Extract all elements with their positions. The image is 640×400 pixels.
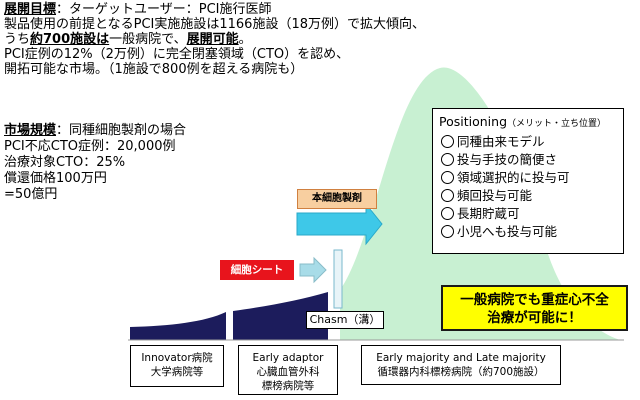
- positioning-item-text: 同種由来モデル: [457, 134, 545, 149]
- segment-early-line3: 標榜病院等: [261, 380, 315, 392]
- innovator-base: [130, 312, 226, 340]
- positioning-item: 小児へも投与可能: [439, 223, 617, 241]
- chasm-label: Chasm（溝）: [306, 311, 384, 329]
- goal-line3: PCI症例の12%（2万例）に完全閉塞領域（CTO）を認め、: [4, 47, 350, 62]
- segment-early-line1: Early adaptor: [252, 352, 324, 364]
- segment-innovator: Innovator病院 大学病院等: [130, 345, 224, 387]
- market-line4: =50億円: [4, 187, 58, 202]
- goal-line2-emph2: 展開可能: [186, 32, 239, 47]
- circle-bullet-icon: [441, 207, 454, 220]
- market-heading: 市場規模: [4, 123, 57, 138]
- segment-majority-line2: 循環器内科標榜病院（約700施設）: [377, 366, 545, 378]
- positioning-item-text: 長期貯蔵可: [457, 206, 520, 221]
- positioning-item: 同種由来モデル: [439, 133, 617, 151]
- segment-majority: Early majority and Late majority 循環器内科標榜…: [361, 345, 561, 385]
- positioning-item-text: 領域選択的に投与可: [457, 170, 570, 185]
- goal-line2-mid: 一般病院で、: [109, 32, 187, 47]
- circle-bullet-icon: [441, 135, 454, 148]
- goal-line2-pre: うち: [4, 32, 31, 47]
- callout-line2: 治療が可能に！: [487, 310, 582, 326]
- market-line1: PCI不応CTO症例：20,000例: [4, 139, 176, 154]
- market-line2: 治療対象CTO：25%: [4, 155, 126, 170]
- positioning-title-text: Positioning: [439, 114, 507, 129]
- positioning-title: Positioning（メリット・立ち位置）: [439, 113, 617, 133]
- goal-line2-emph1: 約700施設は: [30, 32, 110, 47]
- market-block: 市場規模：同種細胞製剤の場合 PCI不応CTO症例：20,000例 治療対象CT…: [4, 123, 186, 203]
- goal-line4: 開拓可能な市場。（1施設で800例を超える病院も）: [4, 62, 304, 77]
- callout-line1: 一般病院でも重症心不全: [460, 292, 609, 308]
- segment-early-adaptor: Early adaptor 心臓血管外科 標榜病院等: [238, 345, 338, 395]
- circle-bullet-icon: [441, 225, 454, 238]
- positioning-item-text: 投与手技の簡便さ: [457, 152, 558, 167]
- main-product-label: 本細胞製剤: [297, 189, 377, 209]
- market-line3: 償還価格100万円: [4, 171, 107, 186]
- positioning-item: 頻回投与可能: [439, 187, 617, 205]
- positioning-item-text: 小児へも投与可能: [457, 224, 558, 239]
- goal-line2-post: 。: [238, 32, 252, 47]
- segment-innovator-line1: Innovator病院: [141, 352, 213, 364]
- goal-line1: 製品使用の前提となるPCI実施施設は1166施設（18万例）で拡大傾向、: [4, 17, 425, 32]
- goal-block: 展開目標：ターゲットユーザー：PCI施行医師 製品使用の前提となるPCI実施施設…: [4, 2, 425, 77]
- segment-innovator-line2: 大学病院等: [150, 366, 204, 378]
- cell-sheet-label: 細胞シート: [220, 260, 294, 280]
- positioning-item: 領域選択的に投与可: [439, 169, 617, 187]
- callout-box: 一般病院でも重症心不全 治療が可能に！: [441, 285, 628, 331]
- chasm-bar: [333, 249, 343, 309]
- segment-majority-line1: Early majority and Late majority: [376, 352, 546, 364]
- positioning-item-text: 頻回投与可能: [457, 188, 533, 203]
- main-product-arrow: [296, 202, 383, 246]
- positioning-subtitle: （メリット・立ち位置）: [507, 119, 607, 129]
- circle-bullet-icon: [441, 171, 454, 184]
- goal-target: ：ターゲットユーザー：PCI施行医師: [56, 2, 272, 17]
- positioning-box: Positioning（メリット・立ち位置） 同種由来モデル 投与手技の簡便さ …: [432, 108, 624, 254]
- positioning-item: 投与手技の簡便さ: [439, 151, 617, 169]
- market-subtitle: ：同種細胞製剤の場合: [56, 123, 187, 138]
- segment-early-line2: 心臓血管外科: [256, 366, 320, 378]
- goal-heading: 展開目標: [4, 2, 57, 17]
- positioning-item: 長期貯蔵可: [439, 205, 617, 223]
- circle-bullet-icon: [441, 153, 454, 166]
- circle-bullet-icon: [441, 189, 454, 202]
- early-adaptor-base: [233, 292, 328, 340]
- cell-sheet-arrow: [299, 256, 327, 284]
